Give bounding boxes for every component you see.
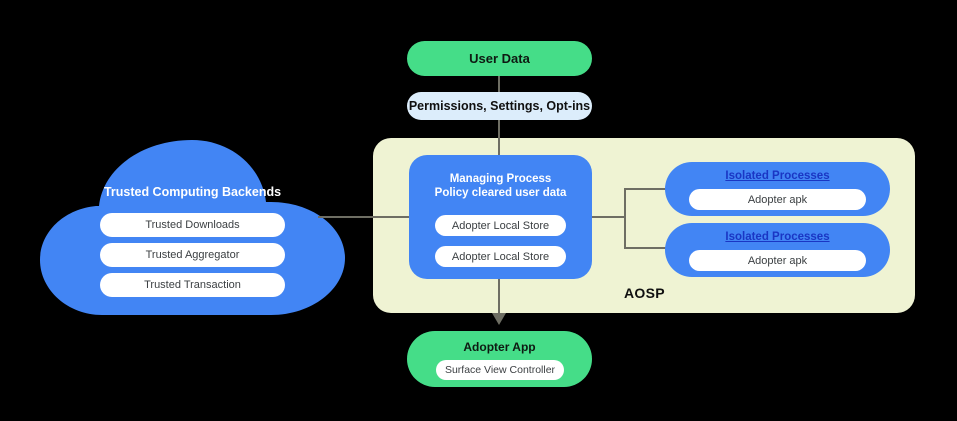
trusted-computing-backends-cloud: Trusted Computing Backends Trusted Downl…	[40, 140, 345, 315]
surface-view-controller[interactable]: Surface View Controller	[436, 360, 564, 380]
isolated-processes-title-1[interactable]: Isolated Processes	[725, 170, 830, 182]
arrow-down-icon	[492, 313, 506, 325]
connector-managing-process-to-adopter-app	[498, 279, 500, 315]
connector-tree-to-isolated-1	[624, 188, 667, 190]
cloud-item-trusted-aggregator[interactable]: Trusted Aggregator	[100, 243, 285, 267]
aosp-label: AOSP	[624, 285, 665, 301]
connector-cloud-to-managing-process	[318, 216, 410, 218]
node-isolated-processes-2[interactable]: Isolated Processes Adopter apk	[665, 223, 890, 277]
managing-process-title-line1: Managing Process	[449, 173, 552, 185]
connector-user-data-to-permissions	[498, 75, 500, 93]
cloud-item-trusted-transaction[interactable]: Trusted Transaction	[100, 273, 285, 297]
adopter-local-store-2[interactable]: Adopter Local Store	[435, 246, 566, 267]
isolated-processes-title-2[interactable]: Isolated Processes	[725, 231, 830, 243]
node-user-data[interactable]: User Data	[407, 41, 592, 76]
adopter-app-title: Adopter App	[463, 340, 536, 354]
connector-tree-vertical	[624, 188, 626, 248]
node-permissions-settings-optins[interactable]: Permissions, Settings, Opt-ins	[407, 92, 592, 120]
connector-managing-process-to-tree	[591, 216, 626, 218]
adopter-apk-2[interactable]: Adopter apk	[689, 250, 866, 271]
managing-process-title: Managing Process Policy cleared user dat…	[409, 172, 592, 200]
connector-tree-to-isolated-2	[624, 247, 667, 249]
adopter-apk-1[interactable]: Adopter apk	[689, 189, 866, 210]
adopter-local-store-1[interactable]: Adopter Local Store	[435, 215, 566, 236]
managing-process-title-line2: Policy cleared user data	[434, 187, 567, 199]
connector-permissions-to-managing-process	[498, 119, 500, 156]
cloud-title: Trusted Computing Backends	[103, 185, 282, 199]
cloud-item-trusted-downloads[interactable]: Trusted Downloads	[100, 213, 285, 237]
node-managing-process[interactable]: Managing Process Policy cleared user dat…	[409, 155, 592, 279]
node-isolated-processes-1[interactable]: Isolated Processes Adopter apk	[665, 162, 890, 216]
node-adopter-app[interactable]: Adopter App Surface View Controller	[407, 331, 592, 387]
